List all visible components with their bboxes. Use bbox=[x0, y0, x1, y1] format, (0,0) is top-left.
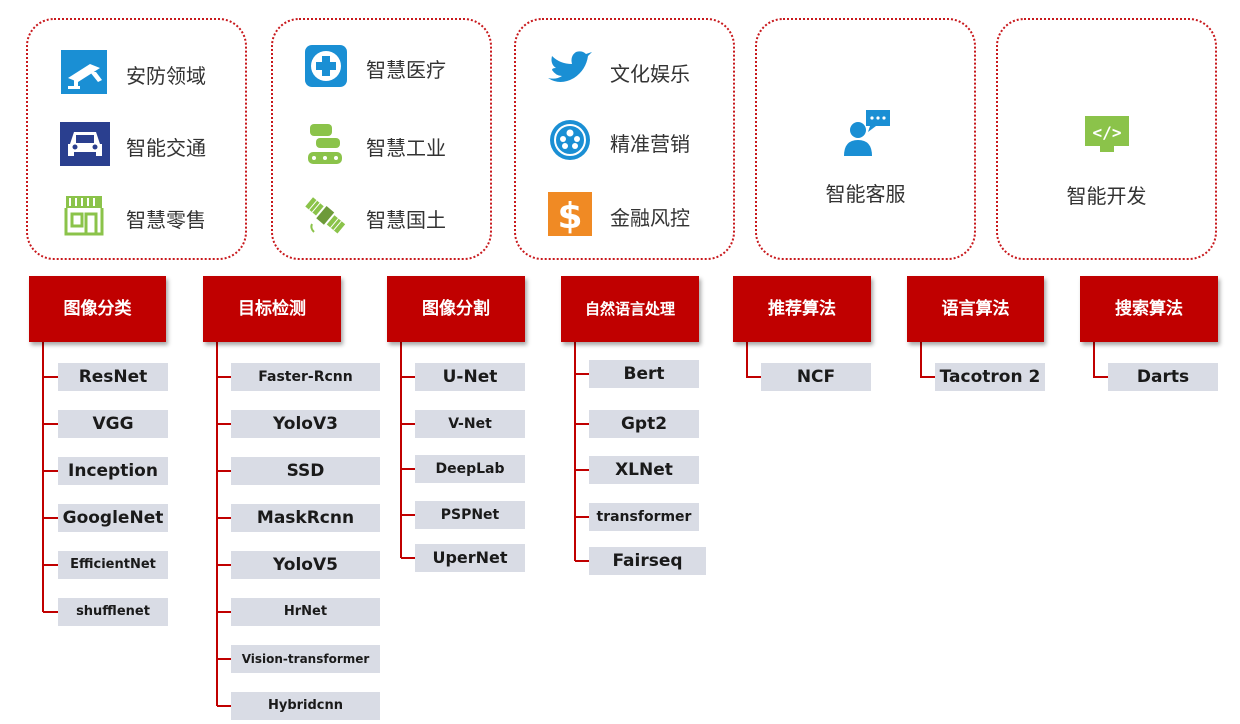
robot-icon bbox=[308, 124, 342, 164]
model-item: YoloV3 bbox=[231, 410, 380, 438]
domain-label: 智慧零售 bbox=[126, 208, 206, 232]
model-item: ResNet bbox=[58, 363, 168, 391]
connector bbox=[920, 342, 935, 378]
customer-service-icon bbox=[843, 110, 890, 156]
domain-label: 金融风控 bbox=[610, 206, 690, 230]
model-item: Faster-Rcnn bbox=[231, 363, 380, 391]
model-item: Bert bbox=[589, 360, 699, 388]
domain-label: 智能客服 bbox=[825, 182, 906, 206]
domain-label: 智慧医疗 bbox=[366, 58, 446, 82]
model-item: GoogleNet bbox=[58, 504, 168, 532]
connector bbox=[42, 342, 58, 613]
model-item: V-Net bbox=[415, 410, 525, 438]
model-item: YoloV5 bbox=[231, 551, 380, 579]
model-item: Inception bbox=[58, 457, 168, 485]
model-item: Vision-transformer bbox=[231, 645, 380, 673]
domain-box-3 bbox=[514, 18, 735, 260]
category-search: 搜索算法 bbox=[1080, 276, 1218, 342]
category-image-classification: 图像分类 bbox=[29, 276, 166, 342]
domain-label: 文化娱乐 bbox=[610, 62, 690, 86]
category-speech: 语言算法 bbox=[907, 276, 1044, 342]
model-item: U-Net bbox=[415, 363, 525, 391]
connector bbox=[574, 342, 589, 562]
category-object-detection: 目标检测 bbox=[203, 276, 341, 342]
model-item: VGG bbox=[58, 410, 168, 438]
model-item: Gpt2 bbox=[589, 410, 699, 438]
domain-box-4 bbox=[755, 18, 976, 260]
model-item: Fairseq bbox=[589, 547, 706, 575]
domain-box-5 bbox=[996, 18, 1217, 260]
model-item: DeepLab bbox=[415, 455, 525, 483]
domain-label: 智能交通 bbox=[126, 136, 206, 160]
domain-box-1 bbox=[26, 18, 247, 260]
camera-icon bbox=[61, 50, 107, 94]
bird-icon bbox=[548, 51, 592, 82]
category-recommendation: 推荐算法 bbox=[733, 276, 871, 342]
model-item: Tacotron 2 bbox=[935, 363, 1045, 391]
model-item: NCF bbox=[761, 363, 871, 391]
store-icon bbox=[64, 196, 104, 236]
code-icon: </> bbox=[1084, 116, 1129, 152]
model-item: MaskRcnn bbox=[231, 504, 380, 532]
model-item: HrNet bbox=[231, 598, 380, 626]
domain-box-2 bbox=[271, 18, 492, 260]
people-circle-icon bbox=[550, 120, 590, 160]
model-item: PSPNet bbox=[415, 501, 525, 529]
svg-text:$: $ bbox=[557, 196, 582, 236]
model-item: SSD bbox=[231, 457, 380, 485]
medical-cross-icon bbox=[305, 45, 347, 87]
connector bbox=[400, 342, 415, 559]
domain-label: 精准营销 bbox=[610, 132, 690, 156]
model-item: Darts bbox=[1108, 363, 1218, 391]
domain-label: 智慧工业 bbox=[366, 136, 446, 160]
category-image-segmentation: 图像分割 bbox=[387, 276, 525, 342]
model-item: XLNet bbox=[589, 456, 699, 484]
connector bbox=[1093, 342, 1108, 378]
domain-label: 智能开发 bbox=[1066, 184, 1147, 208]
domain-item-customer-service: 智能客服 bbox=[755, 108, 976, 207]
model-item: transformer bbox=[589, 503, 699, 531]
domain-item-development: </> 智能开发 bbox=[996, 114, 1217, 209]
category-nlp: 自然语言处理 bbox=[561, 276, 699, 342]
model-item: EfficientNet bbox=[58, 551, 168, 579]
domain-label: 智慧国土 bbox=[366, 208, 446, 232]
model-item: shufflenet bbox=[58, 598, 168, 626]
model-item: UperNet bbox=[415, 544, 525, 572]
svg-text:</>: </> bbox=[1092, 123, 1121, 142]
connector bbox=[216, 342, 231, 707]
dollar-icon: $ bbox=[548, 192, 592, 236]
car-icon bbox=[60, 122, 110, 166]
connector bbox=[746, 342, 761, 378]
domain-label: 安防领域 bbox=[126, 64, 206, 88]
satellite-icon bbox=[305, 197, 346, 234]
model-item: Hybridcnn bbox=[231, 692, 380, 720]
